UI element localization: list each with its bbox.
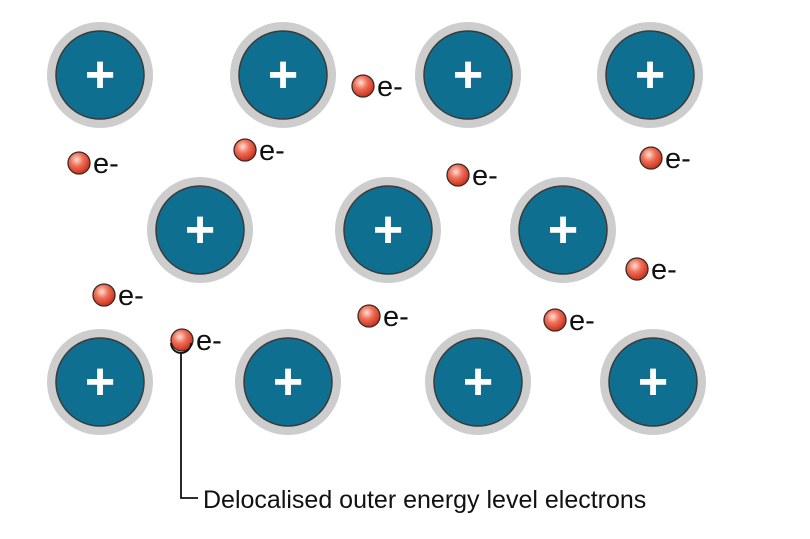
electron-dot: [625, 257, 649, 281]
ion-plus-sign: +: [85, 46, 115, 104]
caption-pointer-line: [170, 342, 198, 499]
electron-dot: [67, 151, 91, 175]
electron: e-: [92, 280, 144, 312]
ion-plus-sign: +: [185, 201, 215, 259]
ion-core: [55, 30, 145, 120]
ion-plus-sign: +: [373, 201, 403, 259]
caption-text: Delocalised outer energy level electrons: [203, 486, 646, 514]
ion-plus-sign: +: [273, 353, 303, 411]
positive-ion: +: [415, 22, 521, 128]
electron-label: e-: [665, 143, 691, 175]
positive-ion: +: [230, 22, 336, 128]
electron-label: e-: [651, 254, 677, 286]
ion-plus-sign: +: [635, 46, 665, 104]
positive-ion: +: [147, 177, 253, 283]
positive-ion-lattice: + + + + + + + + + + +: [47, 22, 706, 435]
electron-label: e-: [259, 135, 285, 167]
electron-label: e-: [569, 305, 595, 337]
electron-dot: [446, 163, 470, 187]
electron: e-: [357, 301, 409, 333]
ion-plus-sign: +: [463, 353, 493, 411]
electron-dot: [233, 138, 257, 162]
electron-dot: [92, 283, 116, 307]
electron-label: e-: [196, 325, 222, 357]
delocalised-electron-sea: e-e-e-e-e-e-e-e-e-e-: [67, 71, 691, 357]
positive-ion: +: [510, 177, 616, 283]
electron: e-: [446, 160, 498, 192]
electron: e-: [351, 71, 403, 103]
ion-plus-sign: +: [548, 201, 578, 259]
ion-core: [243, 337, 333, 427]
ion-core: [423, 30, 513, 120]
ion-plus-sign: +: [85, 353, 115, 411]
positive-ion: +: [47, 22, 153, 128]
electron: e-: [67, 148, 119, 180]
electron-dot: [170, 328, 194, 352]
positive-ion: +: [425, 329, 531, 435]
ion-core: [433, 337, 523, 427]
electron-dot: [639, 146, 663, 170]
ion-core: [343, 185, 433, 275]
electron-dot: [357, 304, 381, 328]
caption-annotation: Delocalised outer energy level electrons: [170, 342, 646, 514]
positive-ion: +: [335, 177, 441, 283]
electron: e-: [639, 143, 691, 175]
ion-plus-sign: +: [268, 46, 298, 104]
ion-plus-sign: +: [453, 46, 483, 104]
ion-core: [55, 337, 145, 427]
electron-label: e-: [377, 71, 403, 103]
electron: e-: [233, 135, 285, 167]
ion-core: [238, 30, 328, 120]
electron-dot: [351, 74, 375, 98]
electron: e-: [543, 305, 595, 337]
positive-ion: +: [597, 22, 703, 128]
positive-ion: +: [47, 329, 153, 435]
electron-label: e-: [118, 280, 144, 312]
electron-label: e-: [383, 301, 409, 333]
electron-dot: [543, 308, 567, 332]
ion-core: [608, 337, 698, 427]
electron: e-: [170, 325, 222, 357]
positive-ion: +: [235, 329, 341, 435]
ion-core: [518, 185, 608, 275]
ion-core: [155, 185, 245, 275]
electron-label: e-: [93, 148, 119, 180]
electron-label: e-: [472, 160, 498, 192]
electron: e-: [625, 254, 677, 286]
ion-plus-sign: +: [638, 353, 668, 411]
ion-core: [605, 30, 695, 120]
positive-ion: +: [600, 329, 706, 435]
